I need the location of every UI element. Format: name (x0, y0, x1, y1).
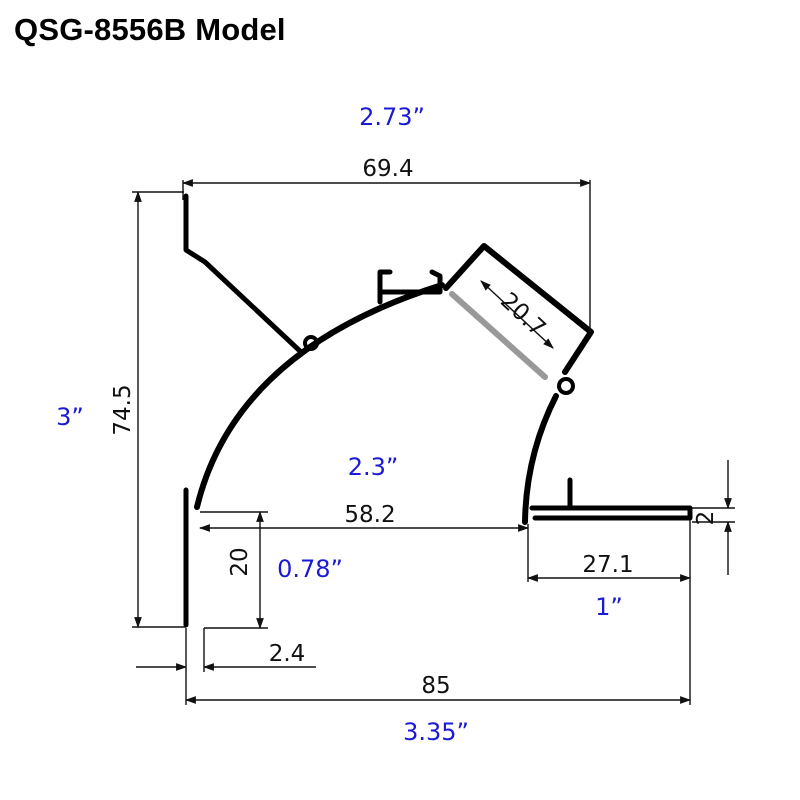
page-title: QSG-8556B Model (14, 12, 286, 47)
dim-top-width-mm: 69.4 (362, 156, 413, 182)
dim-top-width-in: 2.73” (359, 103, 425, 131)
dim-lip-width-in: 1” (595, 593, 623, 621)
left-wing (183, 193, 304, 355)
imperial-labels: 2.73” 3” 2.3” 0.78” 1” 3.35” (56, 103, 623, 746)
dim-flange-height-in: 0.78” (277, 555, 343, 583)
bottom-lip (529, 477, 693, 521)
dim-lip-width-mm: 27.1 (582, 552, 633, 578)
top-clip (377, 269, 443, 305)
right-clip (557, 377, 575, 395)
main-arc (194, 282, 445, 510)
dim-lip-thickness-mm: 2 (693, 511, 719, 526)
dim-thickness-mm: 2.4 (269, 641, 306, 667)
dim-total-width-in: 3.35” (403, 718, 469, 746)
dimension-lines (132, 179, 735, 705)
dim-flange-height-mm: 20 (227, 547, 253, 576)
right-arc (522, 393, 559, 525)
dim-inner-width-mm: 58.2 (344, 502, 395, 528)
dim-height-mm: 74.5 (110, 384, 136, 435)
dim-inner-width-in: 2.3” (348, 453, 399, 481)
dim-height-in: 3” (56, 403, 84, 431)
aluminum-profile (183, 193, 693, 628)
dim-total-width-mm: 85 (421, 673, 450, 699)
